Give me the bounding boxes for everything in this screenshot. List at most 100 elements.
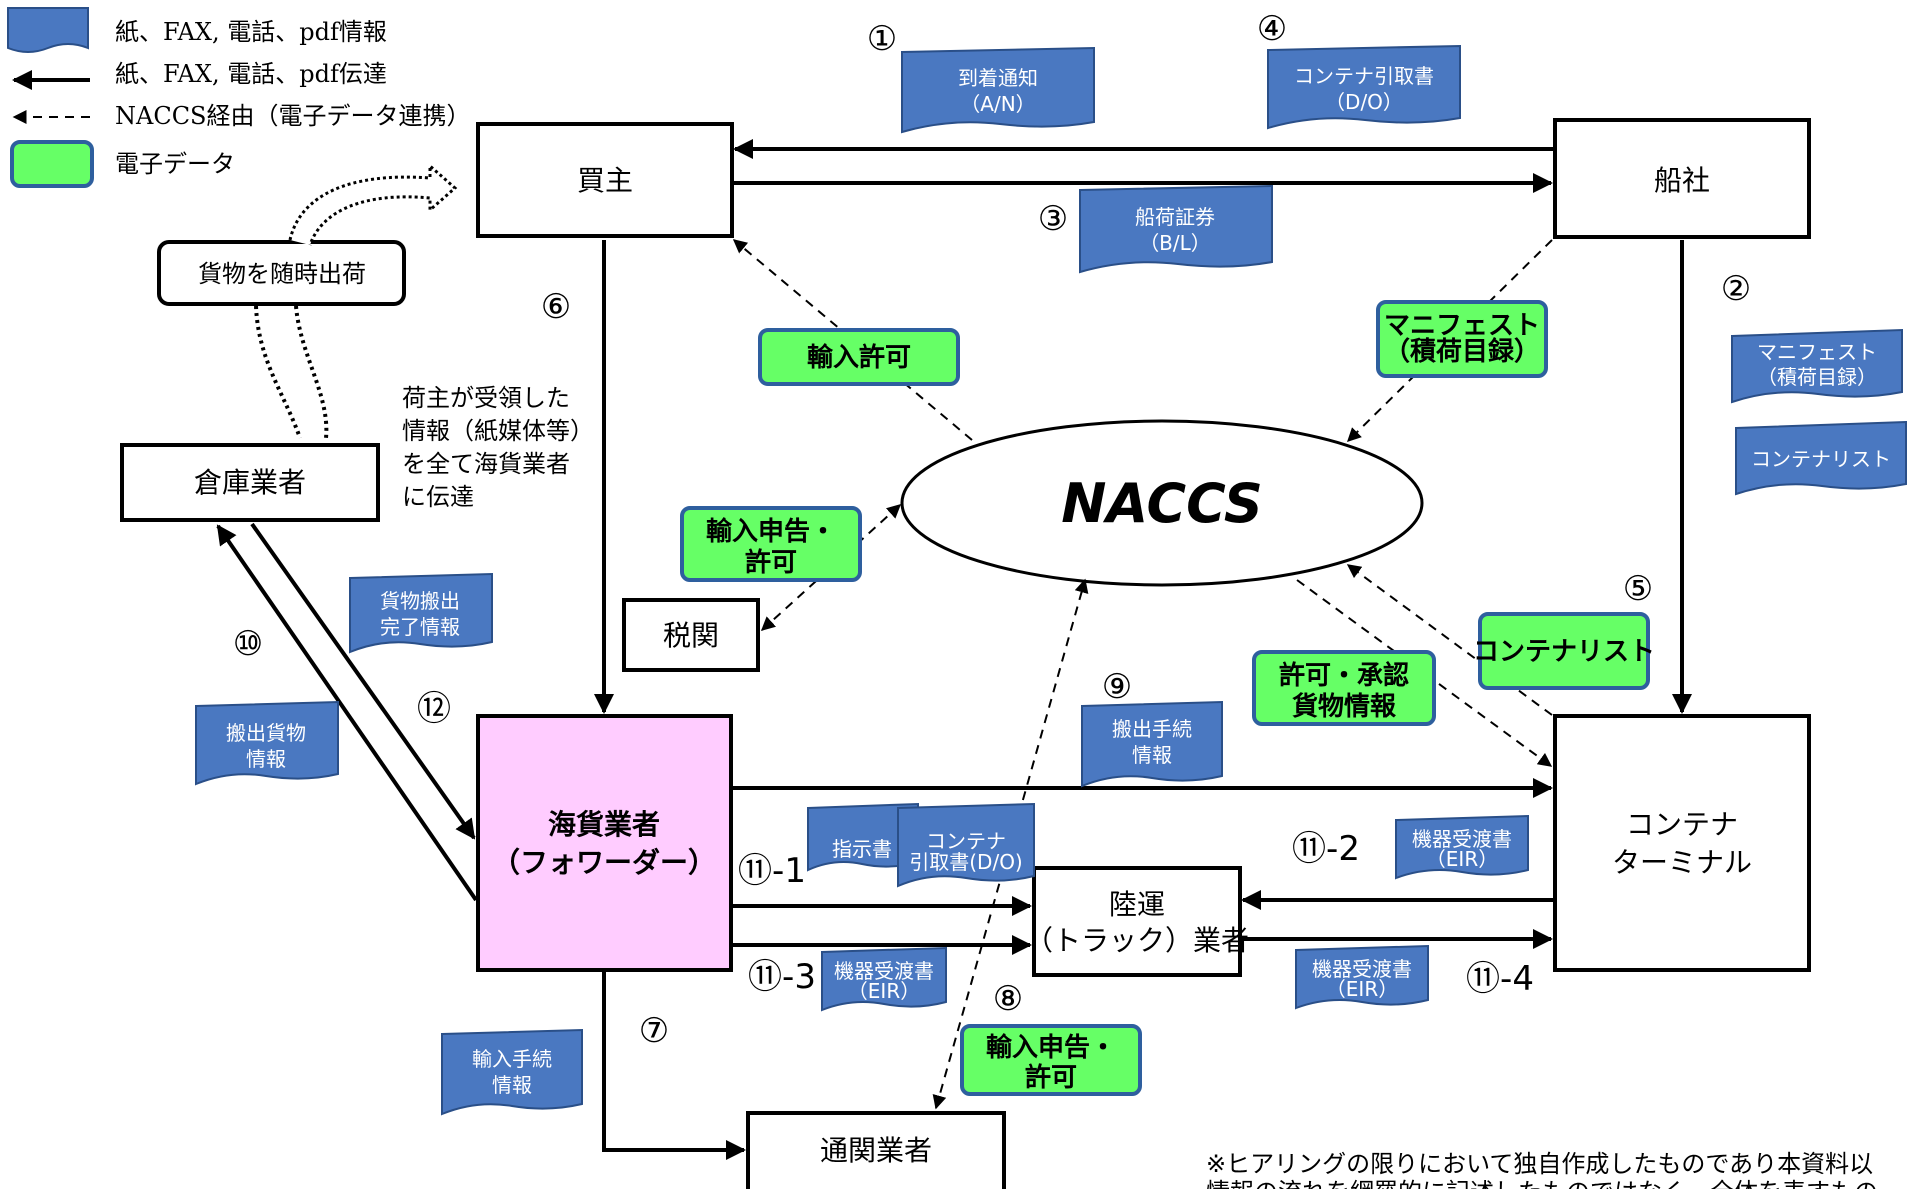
doc-eir-b: 機器受渡書 （EIR） xyxy=(821,946,947,1012)
doc-text: （B/L） xyxy=(1139,231,1211,255)
doc-container-list: コンテナリスト xyxy=(1735,420,1907,496)
container-terminal-box xyxy=(1553,714,1811,972)
doc-text: 引取書(D/O) xyxy=(909,850,1023,874)
arrow-forwarder-to-warehouse xyxy=(216,524,478,902)
node-shipping-line: 船社 xyxy=(1553,118,1811,239)
step-number: ⑨ xyxy=(1102,667,1132,707)
legend-dashed-label: NACCS経由（電子データ連携） xyxy=(115,102,471,130)
doc-text: 貨物搬出 xyxy=(380,589,460,613)
electronic-data: 輸入許可 マニフェスト （積荷目録） 輸入申告・ 許可 コンテナリスト 許可・承… xyxy=(680,300,1655,1096)
edata-manifest: マニフェスト （積荷目録） xyxy=(1376,300,1548,378)
doc-text: （EIR） xyxy=(1426,847,1498,871)
legend-electronic-label: 電子データ xyxy=(115,150,235,178)
node-buyer: 買主 xyxy=(476,122,734,238)
dotted-arrow-from-warehouse-icon xyxy=(254,305,329,439)
customs-label: 税関 xyxy=(663,619,719,652)
doc-text: 機器受渡書 xyxy=(1412,827,1512,851)
dashed-terminal-to-naccs xyxy=(1346,564,1553,716)
shipper-note: 荷主が受領した 情報（紙媒体等） を全て海貨業者 に伝達 xyxy=(402,384,594,511)
doc-arrival-notice: 到着通知 （A/N） xyxy=(901,46,1095,134)
doc-cargo-out-done: 貨物搬出 完了情報 xyxy=(349,572,493,654)
footer-note-line1: ※ヒアリングの限りにおいて独自作成したものであり本資料以 xyxy=(1206,1150,1873,1178)
dotted-shipment-arrow xyxy=(254,162,458,439)
doc-bill-of-lading: 船荷証券 （B/L） xyxy=(1079,184,1273,274)
warehouse-label: 倉庫業者 xyxy=(194,466,306,499)
trucker-box xyxy=(1032,866,1242,977)
dashed-naccs-to-buyer xyxy=(732,239,973,441)
edata-declaration-broker: 輸入申告・ 許可 xyxy=(960,1024,1142,1096)
step-number: ⑧ xyxy=(993,979,1023,1019)
footer-note: ※ヒアリングの限りにおいて独自作成したものであり本資料以 情報の流れを網羅的に記… xyxy=(1206,1150,1878,1189)
trucker-label-line1: 陸運 xyxy=(1109,888,1165,921)
doc-do-small: コンテナ 引取書(D/O) xyxy=(897,802,1035,888)
shipper-note-line2: 情報（紙媒体等） xyxy=(402,417,594,445)
doc-text: （EIR） xyxy=(1326,977,1398,1001)
doc-text: 搬出手続 xyxy=(1112,717,1192,741)
node-customs-broker: 通関業者 xyxy=(746,1111,1006,1189)
legend-arrow-label: 紙、FAX, 電話、pdf伝達 xyxy=(115,60,387,88)
doc-cargo-out-info: 搬出貨物 情報 xyxy=(195,700,339,786)
doc-text: マニフェスト xyxy=(1757,340,1877,364)
step-number: ⑪-3 xyxy=(748,957,816,997)
edata-text: 許可 xyxy=(1025,1063,1077,1093)
doc-text: コンテナ引取書 xyxy=(1294,64,1434,88)
step-number: ④ xyxy=(1257,9,1287,49)
legend-paper-icon xyxy=(7,7,89,53)
node-container-terminal: コンテナ ターミナル xyxy=(1553,714,1811,972)
node-naccs: NACCS xyxy=(900,419,1424,587)
edata-text: 許可・承認 xyxy=(1279,660,1409,691)
shipper-note-line1: 荷主が受領した xyxy=(402,384,570,412)
customs-box xyxy=(622,598,760,672)
legend-paper-label: 紙、FAX, 電話、pdf情報 xyxy=(115,18,387,46)
doc-text: 情報 xyxy=(1132,743,1172,767)
step-number: ③ xyxy=(1038,199,1068,239)
buyer-label: 買主 xyxy=(577,164,633,197)
cargo-shipping-label: 貨物を随時出荷 xyxy=(198,260,366,288)
doc-text: 船荷証券 xyxy=(1135,205,1215,229)
trucker-label-line2: （トラック）業者 xyxy=(1025,924,1249,957)
step-number: ⑦ xyxy=(639,1011,669,1051)
naccs-ellipse xyxy=(900,419,1424,587)
shipper-note-line4: に伝達 xyxy=(402,483,474,511)
node-trucker: 陸運 （トラック）業者 xyxy=(1025,866,1249,977)
shipping-line-box xyxy=(1553,118,1811,239)
edata-text: コンテナリスト xyxy=(1473,637,1655,667)
step-number: ⑪-2 xyxy=(1292,829,1360,869)
naccs-label: NACCS xyxy=(1061,472,1263,535)
dotted-arrow-to-buyer-icon xyxy=(288,162,458,246)
cargo-shipping-box xyxy=(157,240,406,306)
edata-container-list: コンテナリスト xyxy=(1473,612,1655,690)
doc-text: コンテナリスト xyxy=(1751,447,1891,471)
solid-arrows xyxy=(216,139,1692,1160)
node-cargo-shipping: 貨物を随時出荷 xyxy=(157,240,406,306)
edata-text: 輸入申告・ xyxy=(986,1032,1116,1063)
doc-import-procedure: 輸入手続 情報 xyxy=(441,1028,583,1116)
edata-text: 輸入許可 xyxy=(807,342,911,373)
doc-delivery-order: コンテナ引取書 （D/O） xyxy=(1267,44,1461,130)
arrow-forwarder-to-broker xyxy=(602,972,746,1160)
edata-text: 輸入申告・ xyxy=(706,516,836,547)
shipping-line-label: 船社 xyxy=(1654,164,1710,197)
step-number: ② xyxy=(1721,269,1751,309)
doc-text: 輸入手続 xyxy=(472,1047,552,1071)
step-number: ⑤ xyxy=(1623,569,1653,609)
doc-text: 情報 xyxy=(492,1073,532,1097)
node-forwarder: 海貨業者 （フォワーダー） xyxy=(476,714,733,972)
doc-eir-a: 機器受渡書 （EIR） xyxy=(1395,814,1529,880)
doc-text: 指示書 xyxy=(832,837,892,861)
container-terminal-label-line1: コンテナ xyxy=(1626,808,1738,841)
doc-eir-c: 機器受渡書 （EIR） xyxy=(1295,944,1429,1010)
arrow-warehouse-to-forwarder xyxy=(250,522,476,840)
footer-note-line2: 情報の流れを網羅的に記述したものではなく、全体を表すもの xyxy=(1206,1178,1878,1189)
buyer-box xyxy=(476,122,734,238)
paper-documents: 到着通知 （A/N） コンテナ引取書 （D/O） 船荷証券 （B/L） マニフェ… xyxy=(195,44,1907,1116)
doc-text: （積荷目録） xyxy=(1757,365,1877,389)
doc-text: （A/N） xyxy=(960,92,1035,116)
forwarder-box xyxy=(476,714,733,972)
doc-text: 情報 xyxy=(246,747,286,771)
legend-electronic-icon xyxy=(10,140,94,188)
step-number: ⑩ xyxy=(233,624,263,664)
edata-permit-cargo: 許可・承認 貨物情報 xyxy=(1252,650,1436,726)
legend: 紙、FAX, 電話、pdf情報 紙、FAX, 電話、pdf伝達 NACCS経由（… xyxy=(7,7,471,188)
